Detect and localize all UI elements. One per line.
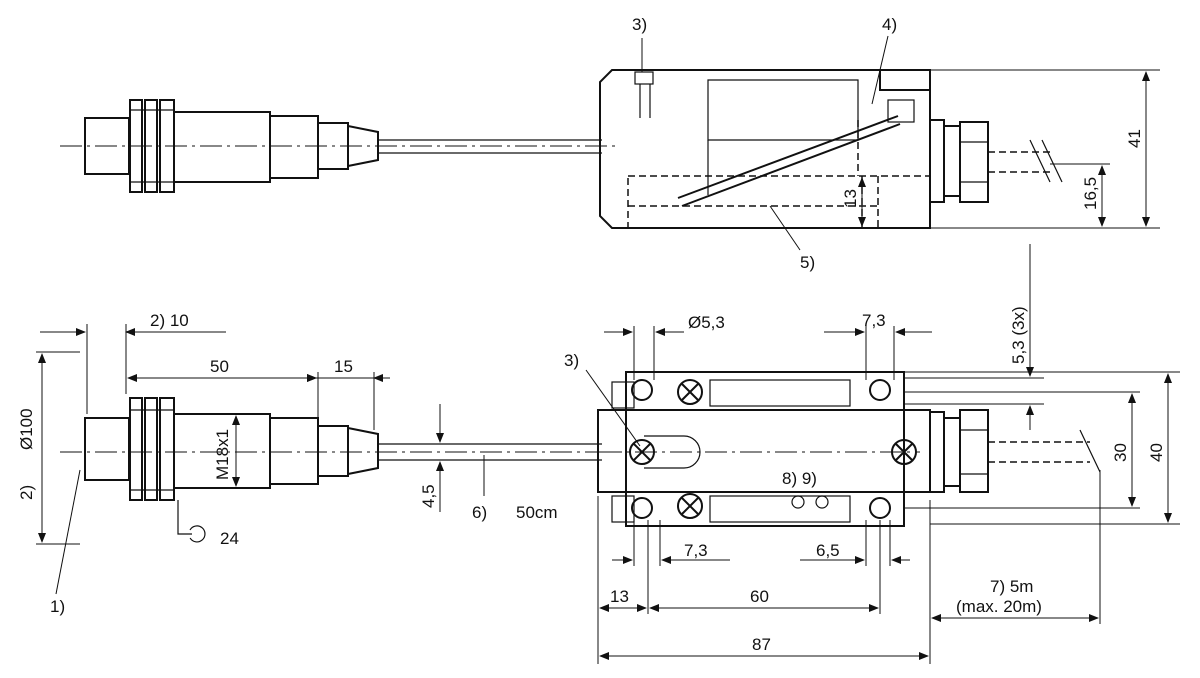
ref-8-9: 8) 9) xyxy=(782,469,817,488)
cable-ref-6: 6) xyxy=(472,503,487,522)
dim-dia5-3: Ø5,3 xyxy=(688,313,725,332)
dim-40: 40 xyxy=(1147,443,1166,462)
sensor-bottom-view xyxy=(60,397,620,543)
dim-6-5: 6,5 xyxy=(816,541,840,560)
top-dimensions xyxy=(641,35,1160,251)
dim-2-10: 2) 10 xyxy=(150,311,189,330)
cable-length: 50cm xyxy=(516,503,558,522)
ref-7: 7) 5m xyxy=(990,577,1033,596)
sensor-top-view xyxy=(60,99,620,193)
dim-4-5: 4,5 xyxy=(419,484,438,508)
bracket-dimensions xyxy=(585,244,1180,664)
ref-5: 5) xyxy=(800,253,815,272)
dim-7-3-top: 7,3 xyxy=(862,311,886,330)
dim-13: 13 xyxy=(610,587,629,606)
dim-16-5: 16,5 xyxy=(1081,177,1100,210)
sensor-dimensions xyxy=(36,324,485,595)
dim-60: 60 xyxy=(750,587,769,606)
wrench-size: 24 xyxy=(220,529,239,548)
dim-2-side: 2) xyxy=(17,485,36,500)
dim-30: 30 xyxy=(1111,443,1130,462)
dim-50: 50 xyxy=(210,357,229,376)
ref-3-bottom: 3) xyxy=(564,351,579,370)
dim-dia100: Ø100 xyxy=(17,408,36,450)
bracket-top-view xyxy=(599,69,1063,229)
bracket-bottom-view xyxy=(597,371,1101,527)
dim-5-3-3x: 5,3 (3x) xyxy=(1009,306,1028,364)
ref-1: 1) xyxy=(50,597,65,616)
ref-7-max: (max. 20m) xyxy=(956,597,1042,616)
ref-3-top: 3) xyxy=(632,15,647,34)
dim-13-vertical: 13 xyxy=(841,189,860,208)
dim-15: 15 xyxy=(334,357,353,376)
dim-41: 41 xyxy=(1125,129,1144,148)
dim-87: 87 xyxy=(752,635,771,654)
dim-7-3-bottom: 7,3 xyxy=(684,541,708,560)
ref-4: 4) xyxy=(882,15,897,34)
dim-m18: M18x1 xyxy=(213,429,232,480)
